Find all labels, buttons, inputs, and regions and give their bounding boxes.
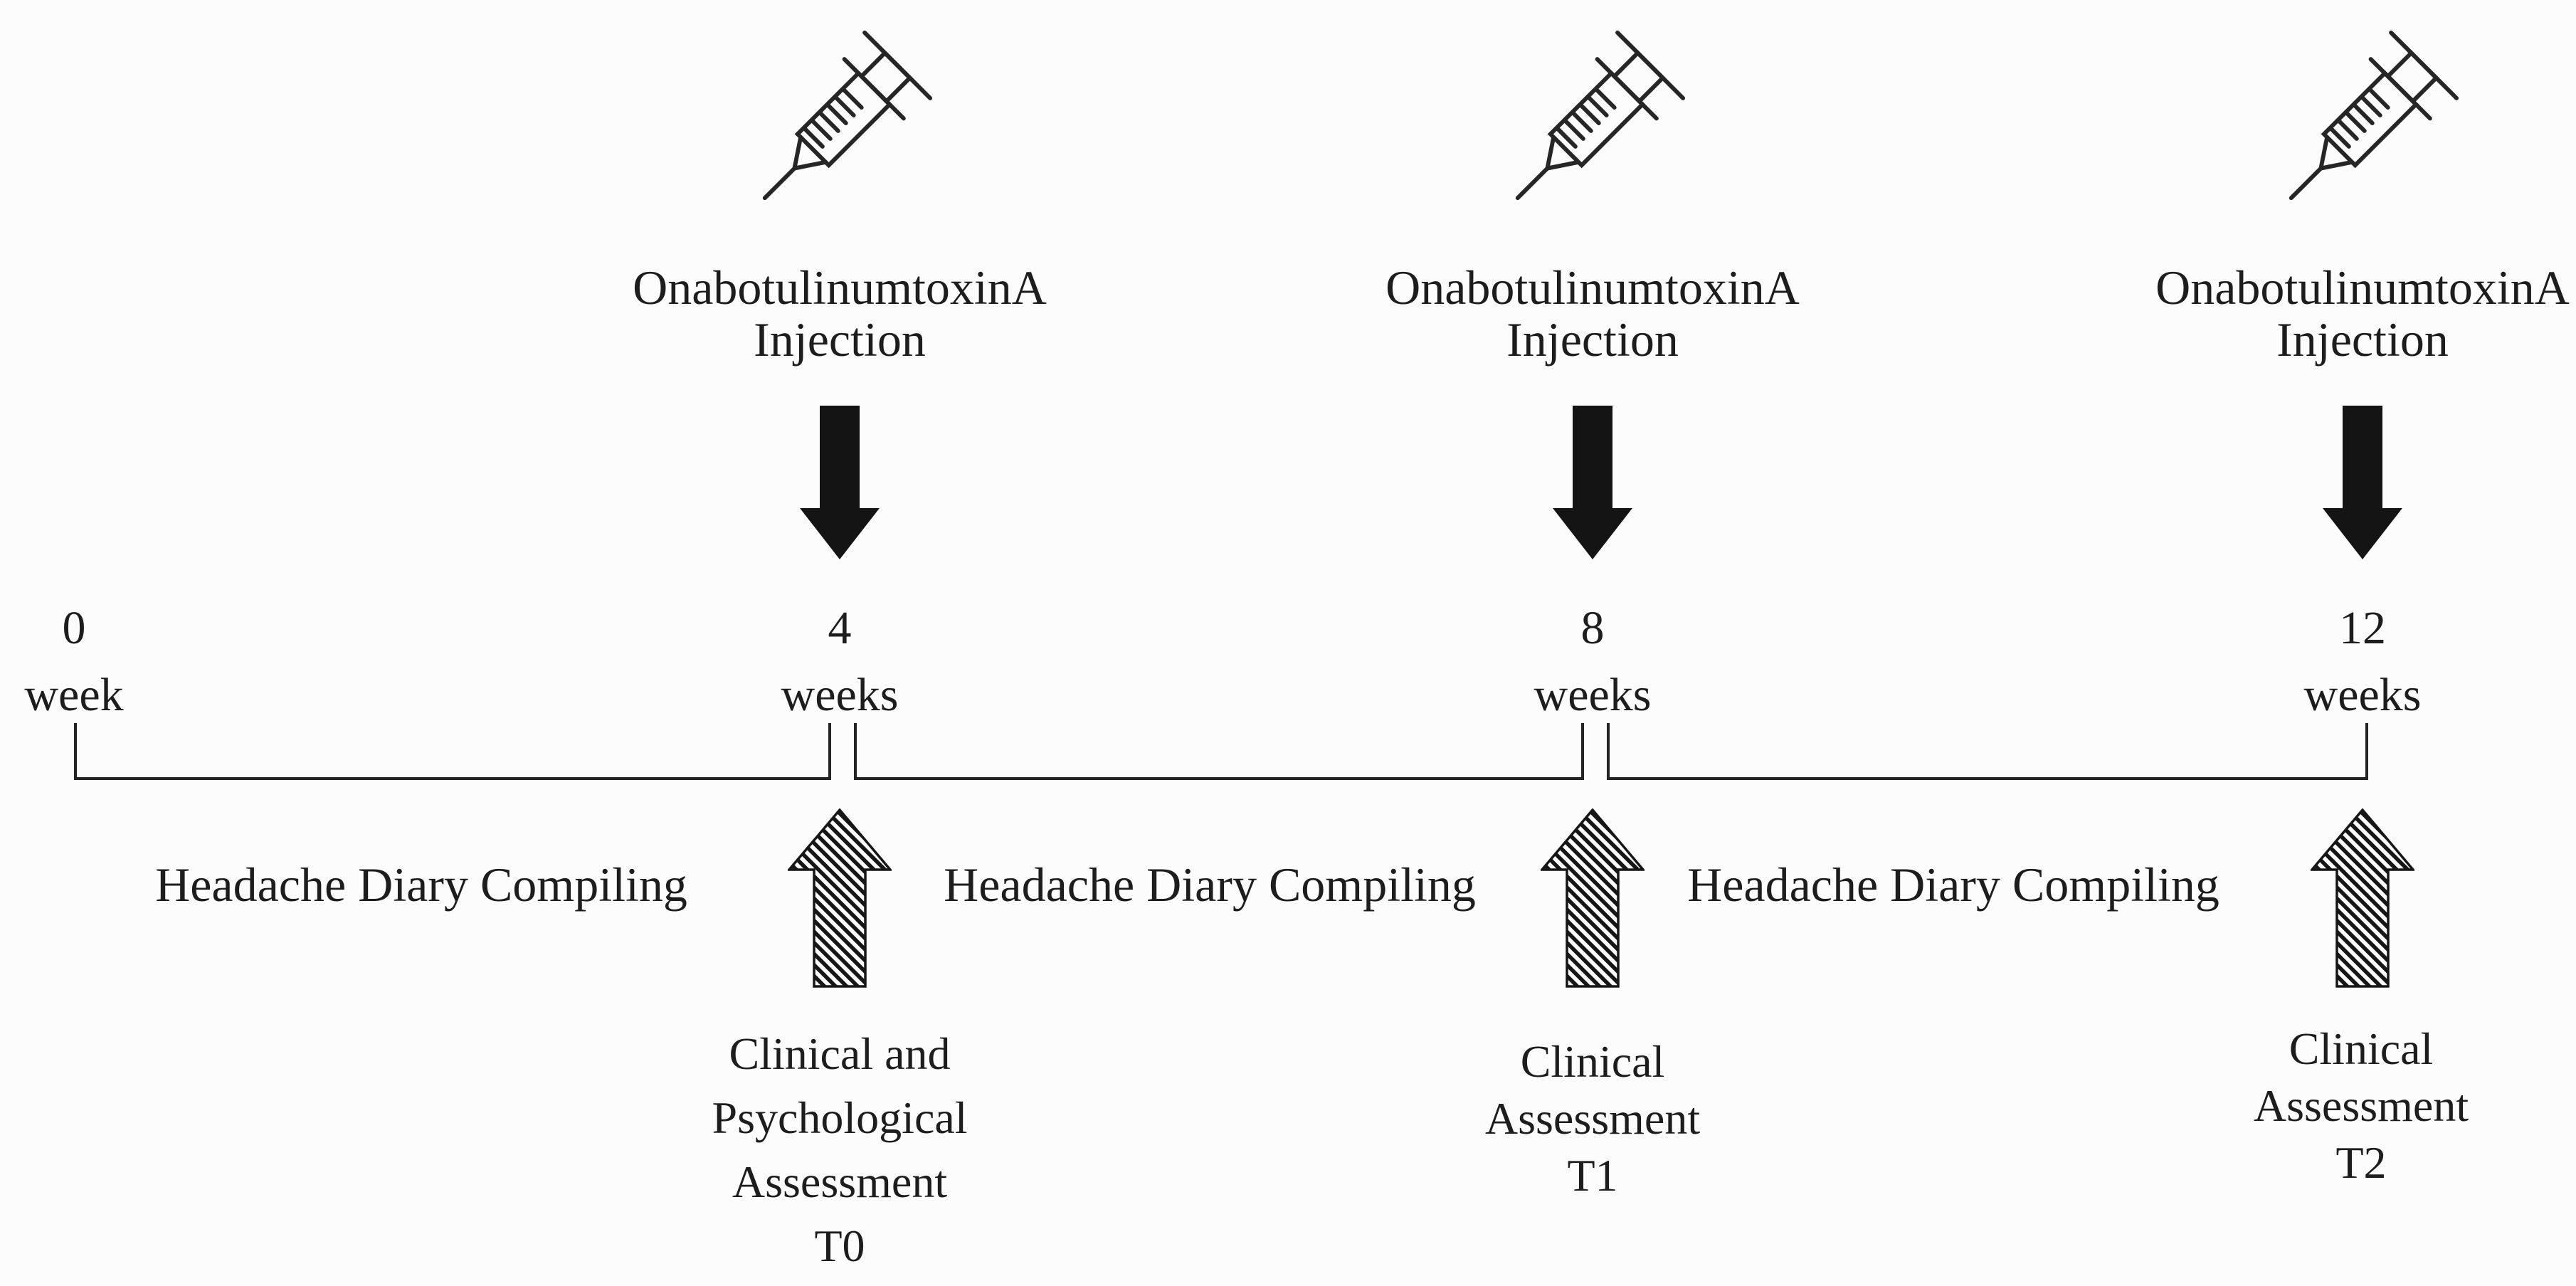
assessment-label-t0: Clinical and Psychological Assessment T0	[569, 1022, 1110, 1278]
assessment-line: T1	[1567, 1150, 1618, 1201]
assessment-line: T0	[814, 1221, 865, 1271]
assessment-label-t2: Clinical Assessment T2	[2091, 1021, 2576, 1191]
timeline-bracket-segment-2	[854, 723, 1584, 780]
injection-label-line1: OnabotulinumtoxinA	[1385, 260, 1800, 315]
injection-label: OnabotulinumtoxinA Injection	[519, 262, 1160, 366]
injection-label-line2: Injection	[754, 312, 926, 367]
assessment-up-arrow-icon	[1541, 808, 1645, 988]
injection-down-arrow-icon	[800, 406, 880, 559]
injection-down-arrow-icon	[1553, 406, 1632, 559]
timeline-bracket-segment-1	[74, 723, 831, 780]
injection-down-arrow-icon	[2323, 406, 2402, 559]
assessment-line: Clinical	[2289, 1023, 2434, 1074]
injection-label-line2: Injection	[1506, 312, 1679, 367]
assessment-up-arrow-icon	[788, 808, 892, 988]
timepoint-value: 4	[828, 602, 852, 654]
diary-compiling-label: Headache Diary Compiling	[1687, 858, 2219, 912]
timepoint-label: 12 weeks	[2249, 595, 2476, 729]
timepoint-label: 8 weeks	[1479, 595, 1706, 729]
assessment-line: T2	[2335, 1137, 2387, 1188]
assessment-line: Clinical and	[729, 1028, 951, 1079]
timepoint-value: 12	[2339, 602, 2386, 654]
timepoint-value: 0	[62, 602, 86, 654]
assessment-line: Assessment	[2253, 1080, 2469, 1131]
injection-label-line1: OnabotulinumtoxinA	[633, 260, 1047, 315]
diary-compiling-label: Headache Diary Compiling	[944, 858, 1476, 912]
timepoint-unit: week	[24, 669, 124, 721]
injection-label: OnabotulinumtoxinA Injection	[1272, 262, 1913, 366]
assessment-label-t1: Clinical Assessment T1	[1322, 1033, 1863, 1204]
syringe-icon	[2256, 6, 2476, 241]
syringe-icon	[1482, 6, 1703, 241]
timepoint-label: 0 week	[0, 595, 188, 729]
diary-compiling-label: Headache Diary Compiling	[155, 858, 687, 912]
assessment-line: Psychological	[712, 1092, 968, 1143]
assessment-line: Assessment	[1484, 1093, 1701, 1144]
assessment-line: Clinical	[1520, 1036, 1665, 1087]
assessment-up-arrow-icon	[2311, 808, 2414, 988]
timepoint-unit: weeks	[781, 669, 899, 721]
assessment-line: Assessment	[732, 1156, 948, 1207]
timepoint-label: 4 weeks	[726, 595, 954, 729]
injection-label-line1: OnabotulinumtoxinA	[2155, 260, 2570, 315]
timeline-bracket-segment-3	[1607, 723, 2368, 780]
timepoint-unit: weeks	[1534, 669, 1652, 721]
timepoint-value: 8	[1580, 602, 1605, 654]
syringe-icon	[729, 6, 950, 241]
injection-label-line2: Injection	[2276, 312, 2449, 367]
timepoint-unit: weeks	[2303, 669, 2422, 721]
injection-label: OnabotulinumtoxinA Injection	[2042, 262, 2576, 366]
